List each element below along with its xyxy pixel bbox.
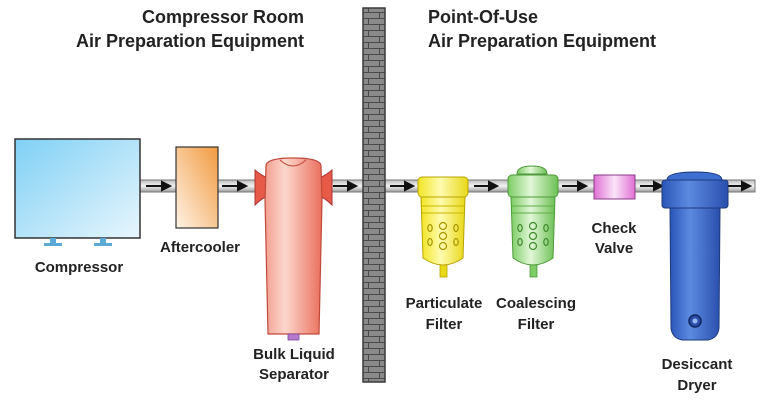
- flow-arrow-icon: [562, 180, 589, 192]
- label-coalescing-filter-line1: Coalescing: [496, 295, 576, 312]
- label-particulate-filter-line1: Particulate: [406, 295, 483, 312]
- label-aftercooler: Aftercooler: [160, 239, 240, 256]
- flow-arrow-icon: [726, 180, 753, 192]
- label-coalescing-filter-line2: Filter: [518, 316, 555, 333]
- header-left-line1: Compressor Room: [142, 7, 304, 27]
- desiccant-dryer: [661, 171, 729, 341]
- header-right-line2: Air Preparation Equipment: [428, 31, 656, 51]
- aftercooler: [175, 146, 219, 229]
- label-particulate-filter-line2: Filter: [426, 316, 463, 333]
- label-desiccant-dryer-line1: Desiccant: [662, 356, 733, 373]
- label-check-valve-line1: Check: [591, 220, 637, 237]
- flow-arrow-icon: [390, 180, 416, 192]
- coalescing-filter: [507, 165, 559, 278]
- flow-arrow-icon: [474, 180, 500, 192]
- label-compressor: Compressor: [35, 259, 124, 276]
- brick-wall: [362, 7, 386, 383]
- label-check-valve-line2: Valve: [595, 240, 633, 257]
- particulate-filter: [417, 176, 469, 278]
- flow-arrow-icon: [222, 180, 249, 192]
- compressor: [14, 138, 141, 246]
- flow-arrow-icon: [333, 180, 359, 192]
- header-left-line2: Air Preparation Equipment: [76, 31, 304, 51]
- bulk-liquid-separator: [254, 157, 333, 341]
- check-valve: [593, 174, 636, 200]
- label-desiccant-dryer-line2: Dryer: [677, 377, 716, 394]
- flow-arrow-icon: [146, 180, 173, 192]
- header-right-line1: Point-Of-Use: [428, 7, 538, 27]
- label-bulk-separator-line2: Separator: [259, 366, 329, 383]
- flow-arrows: [146, 180, 753, 192]
- flow-arrow-icon: [640, 180, 665, 192]
- label-bulk-separator-line1: Bulk Liquid: [253, 346, 335, 363]
